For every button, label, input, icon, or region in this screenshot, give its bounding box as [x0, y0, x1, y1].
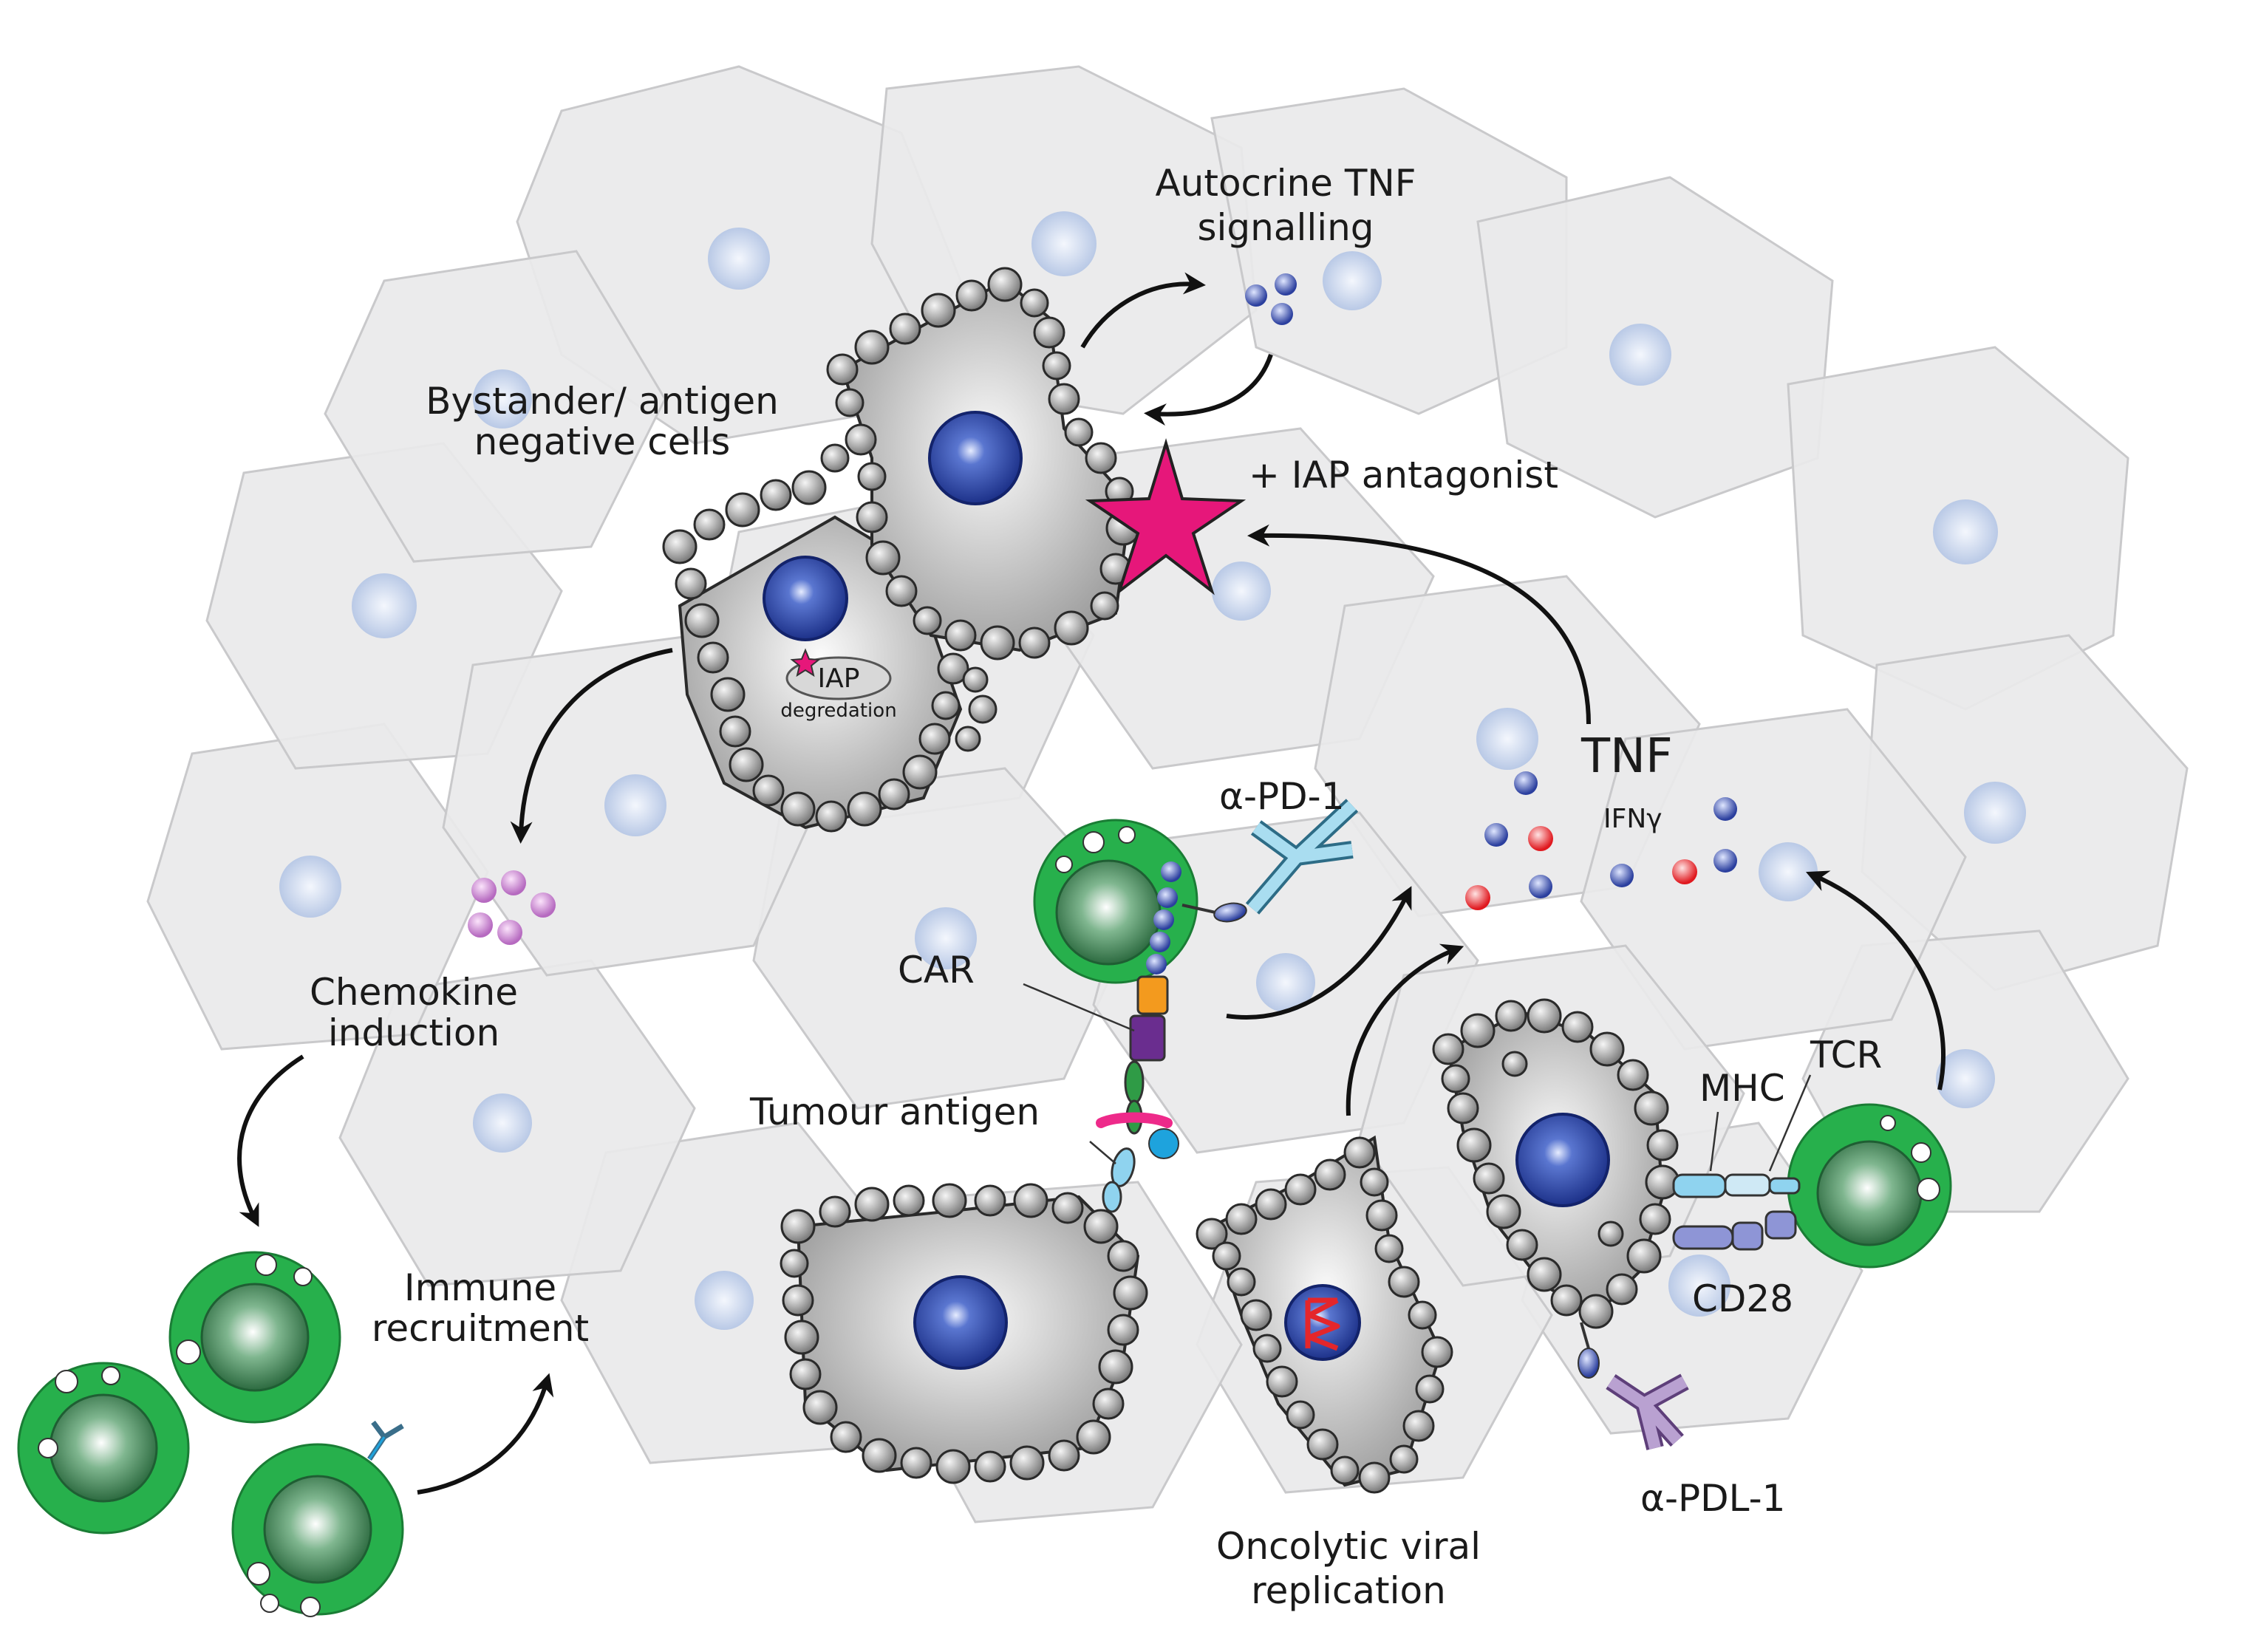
viral-genome-icon: [1305, 1297, 1340, 1351]
anti-pd1-antibody-icon: [1245, 799, 1359, 915]
tumour-cell-mhc: [1432, 998, 1680, 1379]
ifng-label: IFNγ: [1603, 804, 1662, 834]
oncolytic-infected-cell: [1196, 1135, 1453, 1494]
iap-antagonist-star-icon: [1085, 438, 1247, 595]
pd1-beads: [1146, 861, 1181, 975]
iap-degradation-oval: [785, 656, 892, 700]
tumour-cell-nucleus: [913, 1275, 1008, 1370]
tcell-recruit-1: [17, 1362, 190, 1535]
anti-pdl1-label: α-PDL-1: [1640, 1477, 1785, 1520]
anti-pd1-label: α-PD-1: [1219, 775, 1345, 818]
degradation-label: degredation: [780, 700, 896, 722]
iap-small-star-icon: [790, 648, 821, 677]
tcell-recruit-3: [231, 1420, 404, 1617]
cd28-molecule: [1672, 1225, 1734, 1250]
chemokine: Chemokine induction: [237, 648, 673, 1227]
immune-label-line2: recruitment: [372, 1307, 589, 1350]
oncolytic-label-line2: replication: [1251, 1569, 1446, 1612]
tnf-label: TNF: [1580, 729, 1673, 784]
oncolytic-label-line1: Oncolytic viral: [1216, 1525, 1481, 1568]
mhc-molecule: [1672, 1173, 1727, 1198]
car-label: CAR: [898, 949, 975, 991]
tumour-cell-beads: [780, 1183, 1148, 1484]
immune-label-line1: Immune: [404, 1266, 556, 1309]
bystander-label-line2: negative cells: [474, 420, 731, 463]
tumour-antigen-pink: [1096, 1112, 1173, 1128]
tumour-cell-antigen-positive: [780, 1183, 1148, 1484]
tcr-tcell: [1672, 1103, 1952, 1269]
oncolytic-cell-beads: [1196, 1136, 1453, 1494]
autocrine-tnf: Autocrine TNF signalling: [1080, 162, 1416, 426]
tcr-label: TCR: [1810, 1034, 1882, 1076]
chemokine-label-line1: Chemokine: [310, 971, 518, 1014]
bystander-cell-beads: [662, 267, 1141, 833]
autocrine-label-line1: Autocrine TNF: [1155, 162, 1416, 205]
iap-label: IAP: [818, 663, 860, 694]
cd28-label: CD28: [1692, 1277, 1793, 1320]
mhc-label: MHC: [1699, 1067, 1785, 1110]
cytokine-cloud: TNF IFNγ: [1465, 729, 1737, 910]
tcr-molecule: [1724, 1173, 1771, 1197]
tcell-recruit-2: [168, 1251, 341, 1424]
chemokine-label-line2: induction: [328, 1011, 499, 1054]
bystander-tumour-cells: IAP degredation: [662, 267, 1141, 833]
anti-pdl1-antibody-icon: [1606, 1373, 1689, 1450]
car-tcell: [1033, 819, 1247, 1213]
iap-antagonist-label: + IAP antagonist: [1249, 454, 1558, 496]
bystander-label-line1: Bystander/ antigen: [426, 380, 779, 423]
mhc-cell-beads: [1432, 998, 1680, 1329]
bystander-nucleus-1: [928, 411, 1023, 505]
autocrine-label-line2: signalling: [1197, 206, 1374, 249]
car-purple-domain: [1129, 1014, 1166, 1062]
tumour-antigen-label: Tumour antigen: [749, 1090, 1040, 1133]
bystander-nucleus-2: [763, 556, 848, 641]
mhc-cell-nucleus: [1515, 1113, 1610, 1207]
immune-recruitment: Immune recruitment: [17, 1251, 589, 1617]
car-orange-domain: [1136, 975, 1169, 1015]
